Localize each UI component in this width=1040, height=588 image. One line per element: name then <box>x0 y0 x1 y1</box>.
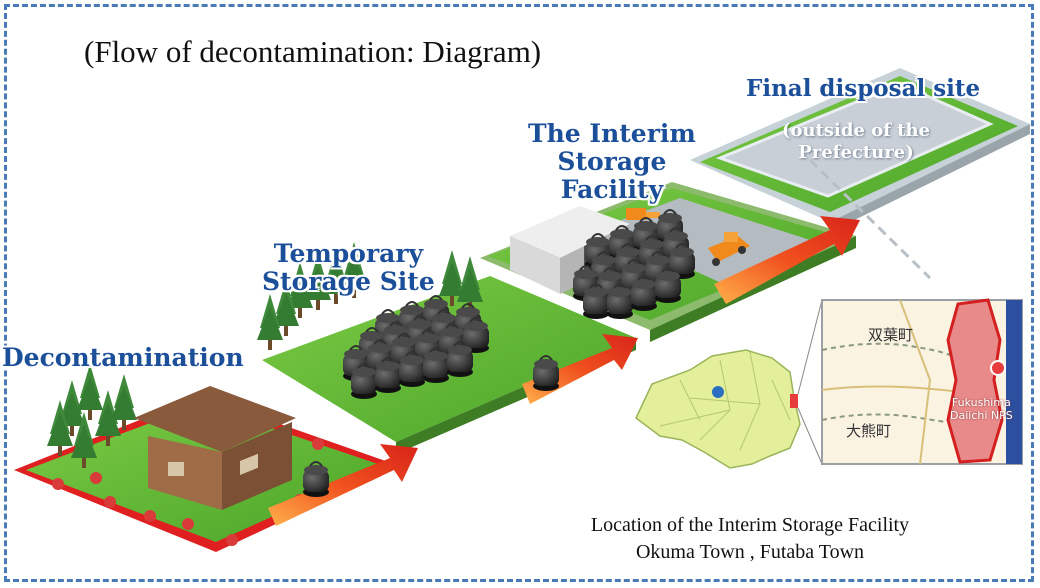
decontamination-platform <box>14 364 400 552</box>
inland-marker <box>712 386 724 398</box>
map-label-futaba: 双葉町 <box>868 326 914 344</box>
excavator-vehicle <box>626 208 660 220</box>
label-final-disposal: Final disposal site <box>746 76 980 102</box>
inset-area-map <box>821 298 1023 465</box>
label-temporary-line2: Storage Site <box>262 267 435 296</box>
label-temporary-line1: Temporary <box>273 239 424 268</box>
label-final-sub-line1: (outside of the <box>782 120 931 141</box>
map-label-npp: Fukushima Daiichi NPS <box>950 396 1013 422</box>
arrow-to-temporary <box>268 444 418 526</box>
label-interim-line2: Storage <box>557 147 667 176</box>
label-interim-line1: The Interim <box>528 119 696 148</box>
final-disposal-platform <box>690 68 1030 280</box>
label-final-title: Final disposal site <box>746 75 981 102</box>
map-label-okuma: 大熊町 <box>846 422 892 440</box>
map-label-npp-line2: Daiichi NPS <box>950 409 1013 423</box>
label-decontamination-text: Decontamination <box>2 343 244 372</box>
caption-line1: Location of the Interim Storage Facility <box>590 514 910 536</box>
diagram-title: (Flow of decontamination: Diagram) <box>84 34 542 69</box>
fukushima-prefecture-map <box>635 299 823 469</box>
nps-location-marker <box>990 360 1006 376</box>
label-temporary-storage: Temporary Storage Site <box>262 240 435 296</box>
caption-line2: Okuma Town , Futaba Town <box>635 541 865 563</box>
arrow-to-interim <box>522 334 638 404</box>
location-caption: Location of the Interim Storage Facility… <box>520 512 980 566</box>
label-final-sub-line2: Prefecture) <box>798 141 914 163</box>
map-label-npp-line1: Fukushima <box>951 396 1011 409</box>
loader-vehicle <box>708 232 750 266</box>
arrow-to-final <box>714 216 860 304</box>
label-interim-storage: The Interim Storage Facility <box>528 120 696 204</box>
label-final-subtitle: (outside of the Prefecture) <box>782 120 930 163</box>
label-interim-line3: Facility <box>560 175 664 204</box>
facility-location-marker <box>790 394 798 408</box>
boundary-dashed-line <box>808 158 932 280</box>
label-decontamination: Decontamination <box>2 344 244 372</box>
